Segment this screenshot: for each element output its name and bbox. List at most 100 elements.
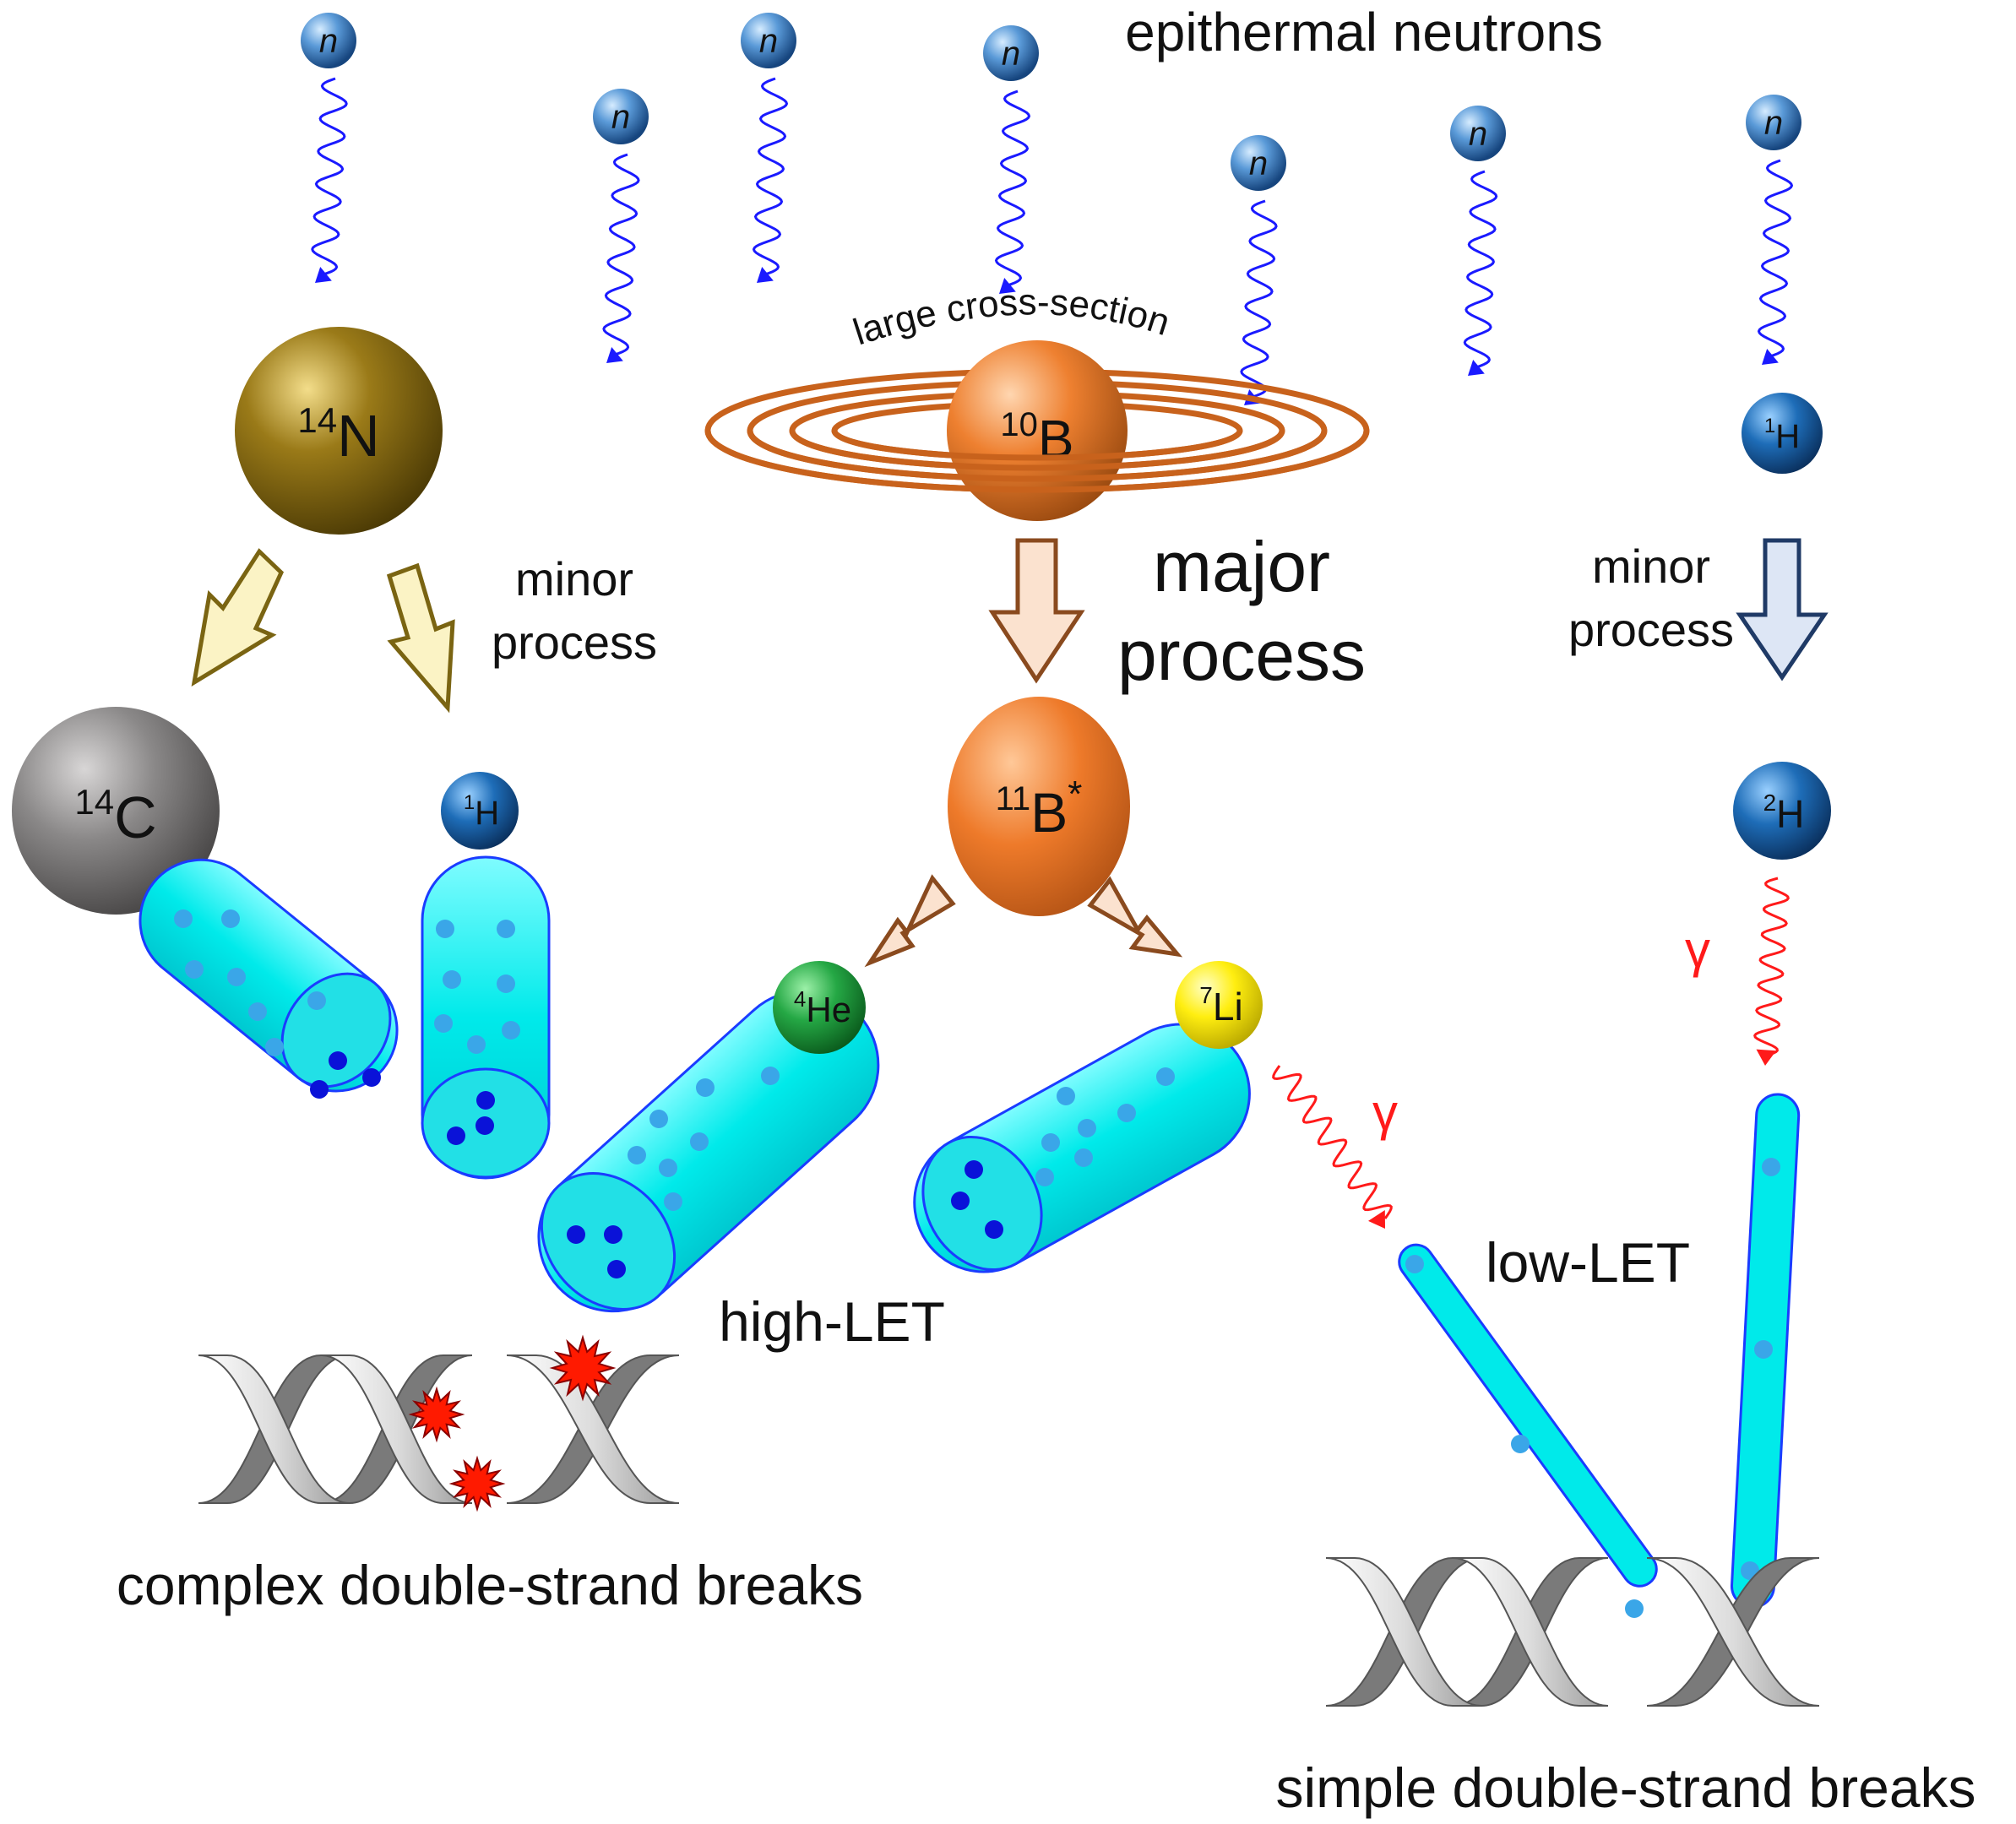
arrow-b11-to-li7 [1087,876,1183,958]
neutron-symbol: n [611,99,630,136]
minor-process-left-line2: process [492,616,657,669]
h1-target-mass: 1 [1764,415,1775,437]
minor-process-right-line1: minor [1592,540,1710,593]
neutron: n [741,13,796,283]
ionization-dot [475,1116,494,1135]
strand-break-marker [448,1455,506,1512]
gamma-emissions [1272,877,1790,1229]
ionization-dot [467,1035,486,1054]
ionization-dot [443,970,461,989]
ionization-dot [985,1220,1003,1239]
neutron: n [1746,95,1801,365]
b11-mass: 11 [996,780,1031,817]
svg-text:14C: 14C [74,782,156,850]
neutron-field: n n n n n n n [301,13,1801,405]
carbon-14-nucleus: 14C [12,707,220,915]
nitrogen-14-nucleus: 14N [235,327,443,535]
major-process-label-line2: process [1117,616,1366,695]
neutron-symbol: n [1002,35,1020,73]
dna-strands [198,1334,1820,1707]
gamma-wave [1753,877,1790,1066]
b11-excited: * [1068,774,1082,815]
hydrogen-2-nucleus: 2H [1733,762,1831,860]
h1-product-mass: 1 [464,791,475,814]
helium-4-nucleus: 4He [773,961,866,1054]
complex-dsb-label: complex double-strand breaks [117,1554,863,1616]
arrow-h1-to-h2 [1736,538,1829,681]
strand-break-marker [549,1334,617,1402]
svg-text:1H: 1H [464,791,499,832]
n14-symbol: N [337,403,380,469]
major-process-label-line1: major [1153,527,1330,606]
lithium-7-nucleus: 7Li [1175,961,1263,1049]
he4-mass: 4 [794,986,806,1012]
ionization-dot [567,1225,585,1244]
ionization-dot [1035,1168,1054,1186]
ionization-dot [664,1192,682,1211]
ionization-dot [497,920,515,938]
low-let-label: low-LET [1486,1231,1690,1294]
svg-text:1H: 1H [1764,415,1800,455]
dna-helix-simple-left [1325,1557,1609,1707]
ionization-dot [497,974,515,993]
ionization-dot [329,1051,347,1070]
strand-break-marker [408,1386,465,1443]
ionization-dots [174,909,1780,1618]
ionization-dot [696,1078,715,1097]
ionization-dot [227,968,246,986]
ionization-dot [447,1126,465,1145]
gamma-symbol-deuterium: γ [1685,921,1710,978]
hydrogen-1-product-nucleus: 1H [441,772,519,850]
ionization-dot [310,1080,329,1099]
neutron: n [301,13,356,283]
li7-symbol: Li [1213,985,1243,1029]
gamma-symbol-lithium: γ [1372,1084,1398,1141]
neutron-symbol: n [1764,105,1783,142]
dna-helix-complex-left [198,1354,473,1504]
neutron-symbol: n [1469,116,1487,153]
lithium-7-track [913,1023,1251,1273]
gamma-track-lithium [1398,1243,1658,1588]
ionization-dot [248,1002,267,1021]
ionization-dot [476,1091,495,1110]
neutron: n [983,25,1039,294]
svg-text:7Li: 7Li [1199,982,1242,1029]
arrow-b10-to-b11 [988,538,1085,684]
ionization-dot [1156,1067,1175,1086]
ionization-dot [307,991,326,1010]
ionization-dot [502,1021,520,1040]
svg-text:14N: 14N [297,400,379,469]
ionization-dot [1041,1133,1060,1152]
large-cross-section-label: large cross-section [849,281,1175,353]
ionization-dot [761,1067,780,1085]
neutron-symbol: n [1249,145,1268,182]
arrow-n14-to-c14 [191,548,285,687]
simple-dsb-label: simple double-strand breaks [1275,1756,1975,1819]
neutron-symbol: n [319,23,338,60]
svg-text:11B*: 11B* [996,774,1083,844]
h2-mass: 2 [1763,790,1777,816]
ionization-dot [1754,1340,1773,1359]
neutron-symbol: n [759,23,778,60]
process-arrows [191,538,1829,968]
ionization-dot [1078,1119,1096,1137]
b11-symbol: B [1030,781,1068,844]
ionization-dot [607,1260,626,1278]
ionization-dot [965,1160,983,1179]
c14-mass: 14 [74,782,114,822]
high-let-label: high-LET [719,1290,945,1353]
ionization-dot [436,920,454,938]
ionization-dot [659,1159,677,1177]
ionization-dot [1057,1087,1075,1105]
epithermal-neutrons-label: epithermal neutrons [1125,2,1603,62]
hydrogen-1-target-nucleus: 1H [1742,393,1823,474]
h2-symbol: H [1776,792,1804,836]
ionization-dot [362,1068,381,1087]
ionization-dot [649,1110,668,1128]
b10-mass: 10 [1000,406,1038,443]
ionization-dot [221,909,240,928]
arrow-b11-to-he4 [864,874,956,968]
ionization-dot [185,960,204,979]
ionization-dot [1511,1435,1530,1453]
